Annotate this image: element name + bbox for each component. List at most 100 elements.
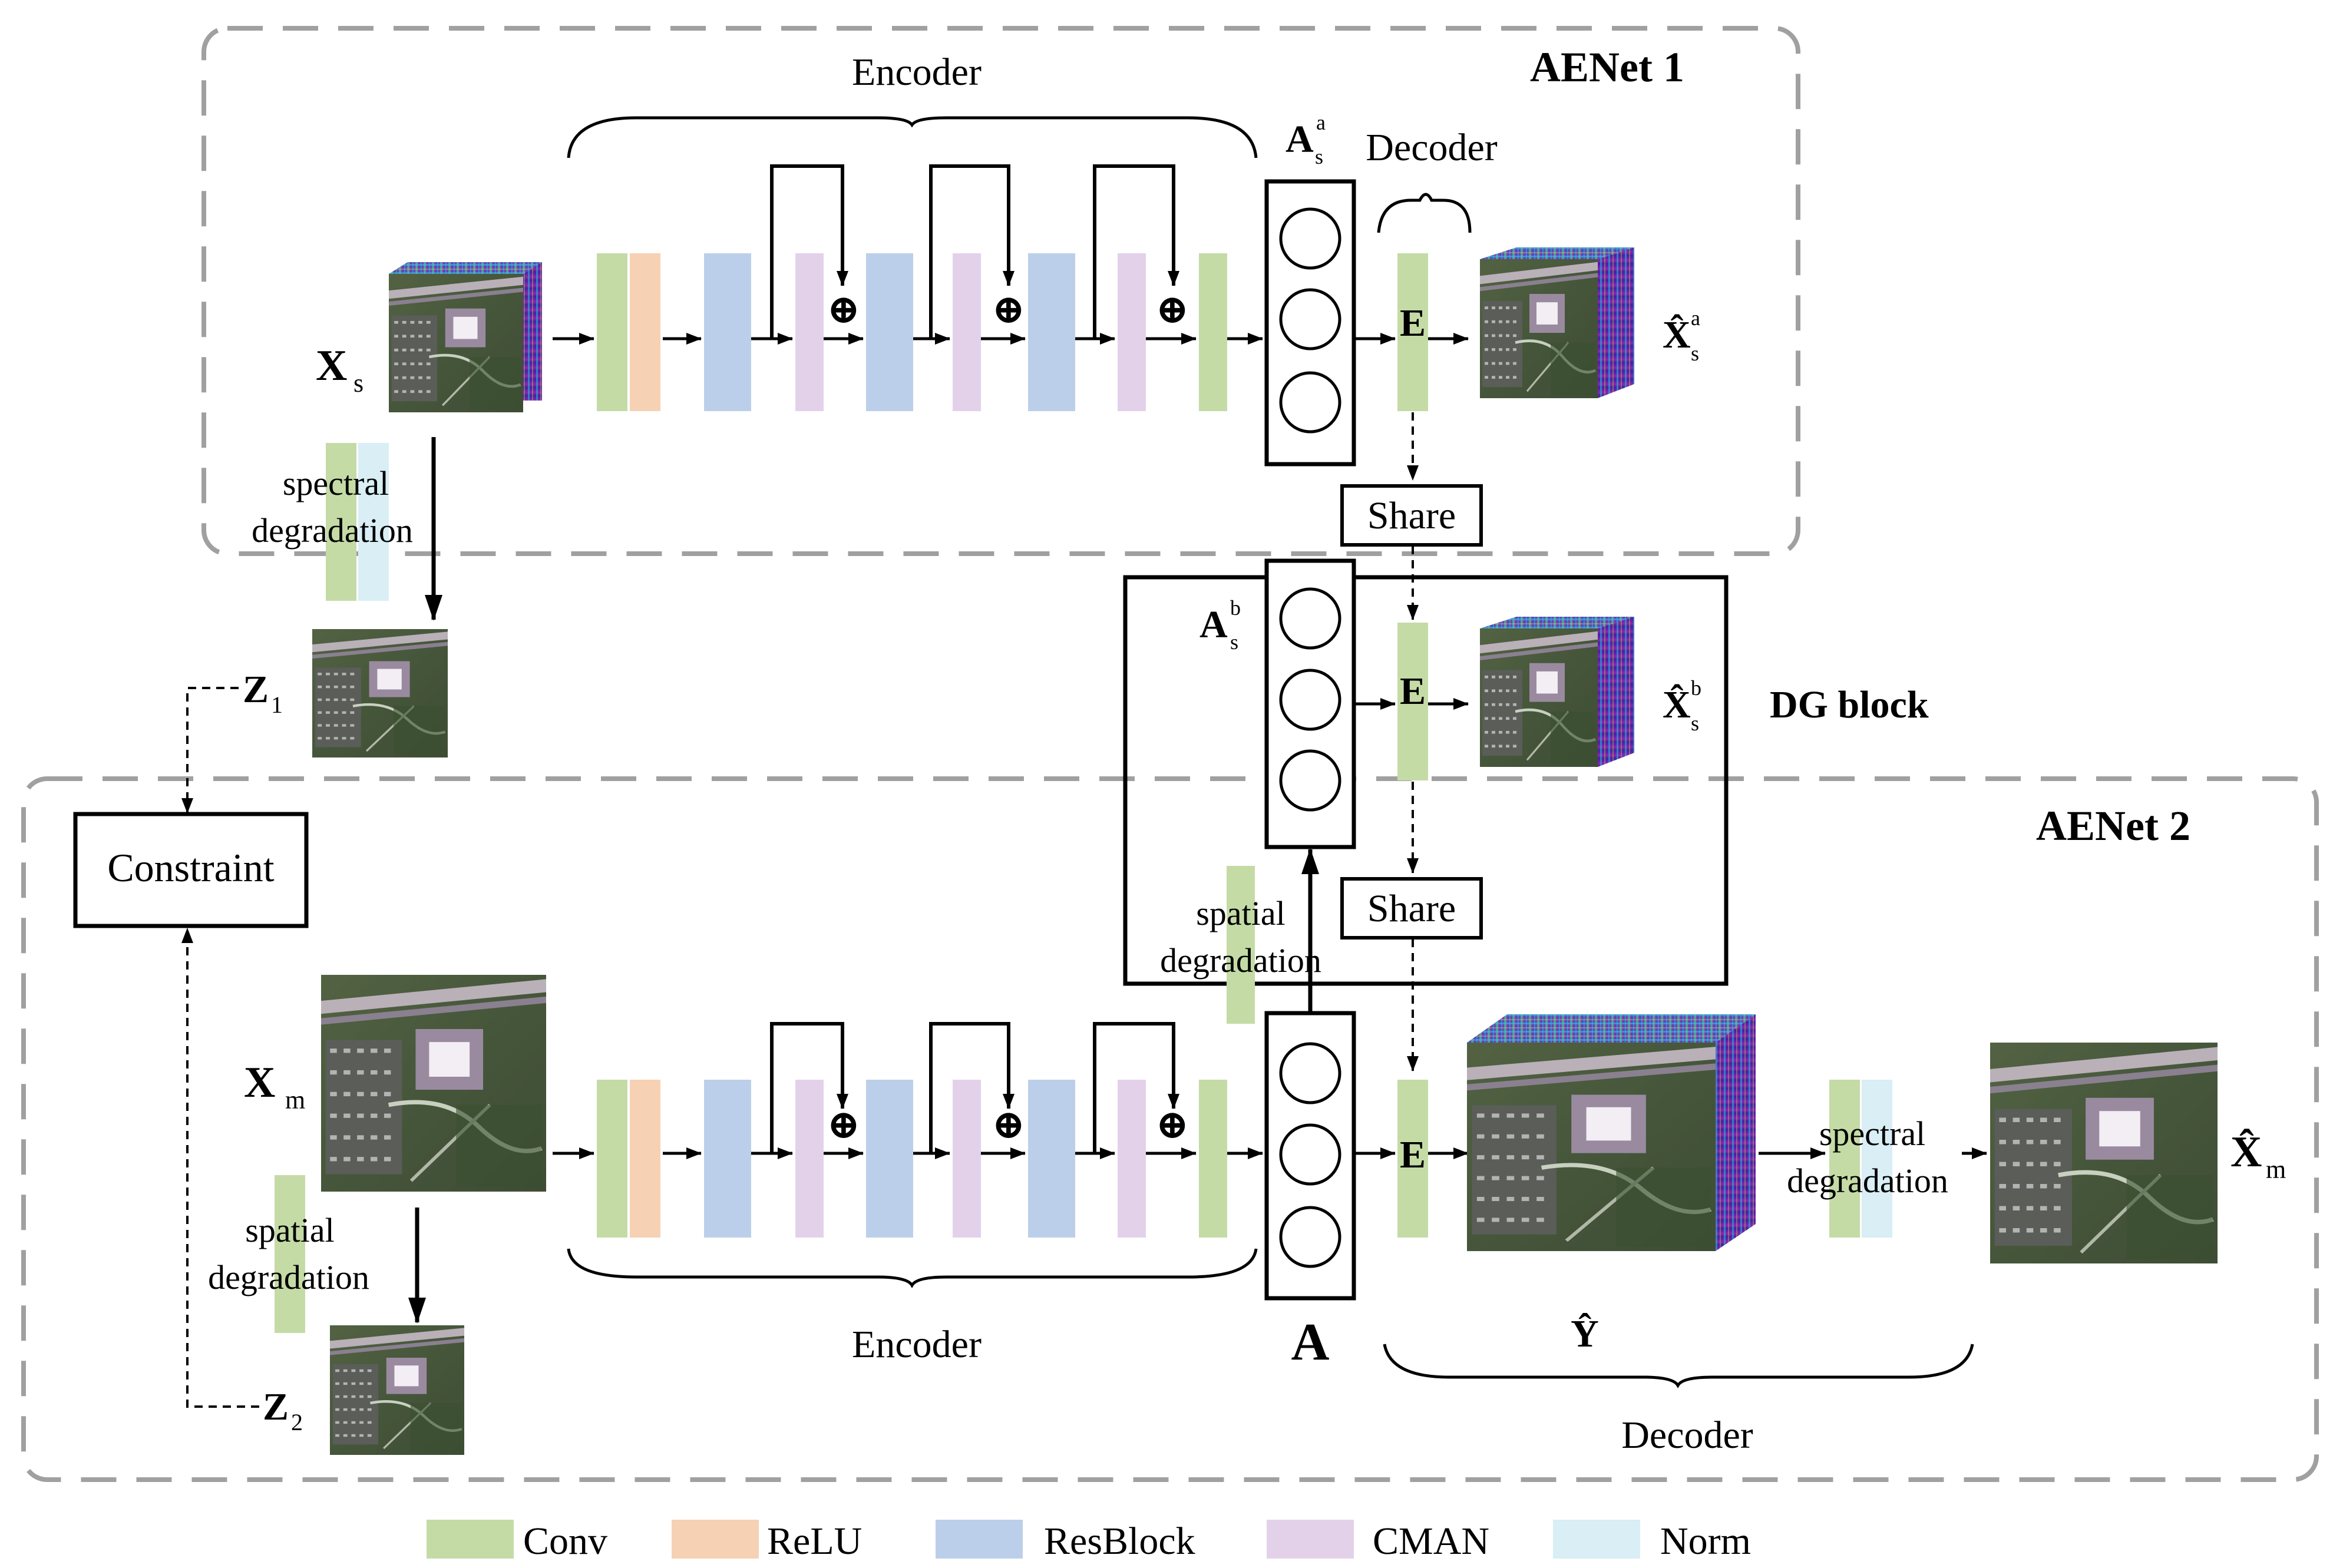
share-label-1: Share bbox=[1367, 494, 1456, 537]
legend-item-conv: Conv bbox=[427, 1520, 607, 1563]
aenet2-border bbox=[21, 776, 2319, 1482]
aenet1-resblock-1 bbox=[704, 253, 751, 411]
svg-text:A: A bbox=[1286, 118, 1314, 161]
aenet1-encoder-brace bbox=[567, 116, 1258, 158]
aenet1-output-image bbox=[1480, 247, 1634, 398]
aenet1-conv-2 bbox=[1199, 253, 1227, 411]
constraint-box bbox=[73, 812, 309, 928]
share-box-1 bbox=[1340, 484, 1483, 547]
aenet1-encoder-label: Encoder bbox=[852, 51, 982, 94]
dg-abundance-label: A b s bbox=[1199, 596, 1241, 654]
legend-label-resblock: ResBlock bbox=[1044, 1520, 1195, 1563]
left-spectral-conv bbox=[326, 443, 356, 601]
aenet1-cman-2 bbox=[953, 253, 981, 411]
aenet2-cman-2 bbox=[953, 1080, 981, 1238]
aenet2-resblock-2 bbox=[866, 1080, 913, 1238]
aenet1-endmember bbox=[1397, 253, 1428, 411]
svg-text:X: X bbox=[244, 1058, 275, 1107]
aenet1-output-label: X̂ a s bbox=[1663, 306, 1700, 365]
dg-abundance-node-2 bbox=[1279, 669, 1341, 731]
svg-text:X̂: X̂ bbox=[2230, 1128, 2262, 1176]
z2-label: Z 2 bbox=[263, 1385, 303, 1435]
aenet1-plus-3: ⊕ bbox=[1156, 287, 1189, 332]
legend-swatch-conv bbox=[427, 1520, 514, 1559]
dg-endmember bbox=[1397, 623, 1428, 780]
svg-text:Z: Z bbox=[243, 668, 269, 711]
legend-swatch-cman bbox=[1267, 1520, 1354, 1559]
aenet2-abundance-node-3 bbox=[1279, 1206, 1341, 1268]
aenet2-resblock-1 bbox=[704, 1080, 751, 1238]
svg-text:b: b bbox=[1230, 596, 1241, 620]
dg-block-title: DG block bbox=[1770, 683, 1929, 726]
left-spectral-label-1: spectral bbox=[283, 464, 389, 502]
aenet2-decoder-label: Decoder bbox=[1621, 1414, 1753, 1457]
svg-text:s: s bbox=[353, 369, 364, 398]
left-spectral-label-2: degradation bbox=[252, 511, 413, 550]
aenet2-cman-1 bbox=[795, 1080, 824, 1238]
left-spatial-label-1: spatial bbox=[245, 1211, 334, 1249]
z1-dashed-to-constraint bbox=[181, 687, 239, 813]
aenet1-abundance-label: A a s bbox=[1286, 111, 1326, 168]
z1-image bbox=[312, 629, 448, 757]
aenet1-endmember-label: E bbox=[1400, 302, 1426, 345]
svg-text:s: s bbox=[1691, 712, 1699, 735]
aenet2-endmember bbox=[1397, 1080, 1428, 1238]
aenet2-abundance-node-2 bbox=[1279, 1123, 1341, 1186]
aenet1-conv-1 bbox=[597, 253, 627, 411]
svg-text:A: A bbox=[1199, 603, 1228, 646]
share-label-2: Share bbox=[1367, 887, 1456, 930]
svg-text:Z: Z bbox=[263, 1385, 289, 1428]
legend-label-conv: Conv bbox=[523, 1520, 607, 1563]
dg-spatial-degradation-conv bbox=[1227, 866, 1255, 1024]
legend-item-relu: ReLU bbox=[672, 1520, 862, 1563]
aenet2-output-image bbox=[1990, 1043, 2218, 1263]
z2-image bbox=[330, 1325, 464, 1455]
aenet2-relu-1 bbox=[630, 1080, 660, 1238]
z1-label: Z 1 bbox=[243, 668, 283, 718]
aenet2-spectral-norm bbox=[1862, 1080, 1892, 1238]
legend-item-cman: CMAN bbox=[1267, 1520, 1489, 1563]
aenet2-decoder-brace bbox=[1383, 1344, 1974, 1389]
aenet2-encoder-brace bbox=[567, 1248, 1258, 1289]
dg-abundance-node-1 bbox=[1279, 587, 1341, 650]
aenet2-plus-2: ⊕ bbox=[992, 1102, 1026, 1147]
aenet1-cman-3 bbox=[1118, 253, 1146, 411]
constraint-label: Constraint bbox=[107, 845, 274, 890]
aenet2-spectral-conv bbox=[1829, 1080, 1860, 1238]
legend-label-norm: Norm bbox=[1660, 1520, 1751, 1563]
aenet2-cman-3 bbox=[1118, 1080, 1146, 1238]
svg-text:b: b bbox=[1691, 676, 1701, 700]
svg-text:a: a bbox=[1691, 306, 1700, 330]
legend: Conv ReLU ResBlock CMAN Norm bbox=[427, 1520, 1751, 1563]
svg-text:a: a bbox=[1316, 111, 1326, 134]
svg-text:m: m bbox=[285, 1086, 305, 1114]
dg-block-border bbox=[1123, 575, 1729, 986]
aenet1-plus-2: ⊕ bbox=[992, 287, 1026, 332]
aenet2-output-label: X̂ m bbox=[2230, 1128, 2286, 1184]
aenet2-spectral-label-2: degradation bbox=[1787, 1162, 1948, 1200]
y-hat-image bbox=[1467, 1014, 1756, 1251]
aenet2-plus-1: ⊕ bbox=[827, 1102, 861, 1147]
dg-output-image bbox=[1480, 617, 1634, 767]
svg-text:s: s bbox=[1691, 342, 1699, 365]
aenet1-decoder-bracket bbox=[1377, 193, 1472, 233]
aenet2-endmember-label: E bbox=[1400, 1133, 1426, 1176]
svg-text:X̂: X̂ bbox=[1663, 313, 1691, 356]
dg-spatial-label-1: spatial bbox=[1196, 894, 1285, 932]
aenet2-spectral-label-1: spectral bbox=[1819, 1114, 1925, 1153]
z2-dashed-to-constraint bbox=[181, 928, 259, 1408]
aenet1-decoder-label: Decoder bbox=[1366, 126, 1498, 169]
aenet1-abundance-node-3 bbox=[1279, 371, 1341, 434]
y-hat-label: Ŷ bbox=[1571, 1312, 1599, 1355]
svg-text:X̂: X̂ bbox=[1663, 683, 1691, 726]
aenet1-input-label: X s bbox=[316, 342, 364, 398]
legend-item-resblock: ResBlock bbox=[936, 1520, 1195, 1563]
aenet2-conv-1 bbox=[597, 1080, 627, 1238]
aenet2-encoder-label: Encoder bbox=[852, 1323, 982, 1366]
aenet2-resblock-3 bbox=[1028, 1080, 1075, 1238]
aenet2-skip-connections bbox=[770, 1022, 1179, 1153]
aenet2-plus-3: ⊕ bbox=[1156, 1102, 1189, 1147]
aenet2-input-label: X m bbox=[244, 1058, 305, 1114]
svg-text:s: s bbox=[1230, 630, 1238, 654]
